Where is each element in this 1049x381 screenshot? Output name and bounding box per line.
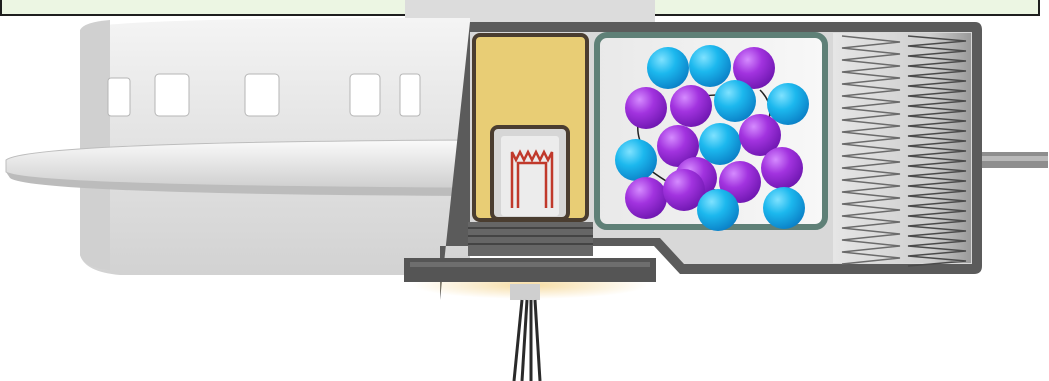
cable-wires [514, 300, 540, 381]
purple-sphere-icon [761, 147, 803, 189]
particle-chamber [597, 35, 825, 231]
cyan-sphere-icon [714, 80, 756, 122]
cyan-sphere-icon [689, 45, 731, 87]
spring-section [833, 33, 971, 266]
cyan-sphere-icon [615, 139, 657, 181]
purple-sphere-icon [625, 87, 667, 129]
cyan-sphere-icon [763, 187, 805, 229]
sensing-block [474, 35, 587, 220]
cyan-sphere-icon [647, 47, 689, 89]
purple-sphere-icon [670, 85, 712, 127]
purple-sphere-icon [625, 177, 667, 219]
cyan-sphere-icon [697, 189, 739, 231]
cyan-sphere-icon [699, 123, 741, 165]
cyan-sphere-icon [767, 83, 809, 125]
